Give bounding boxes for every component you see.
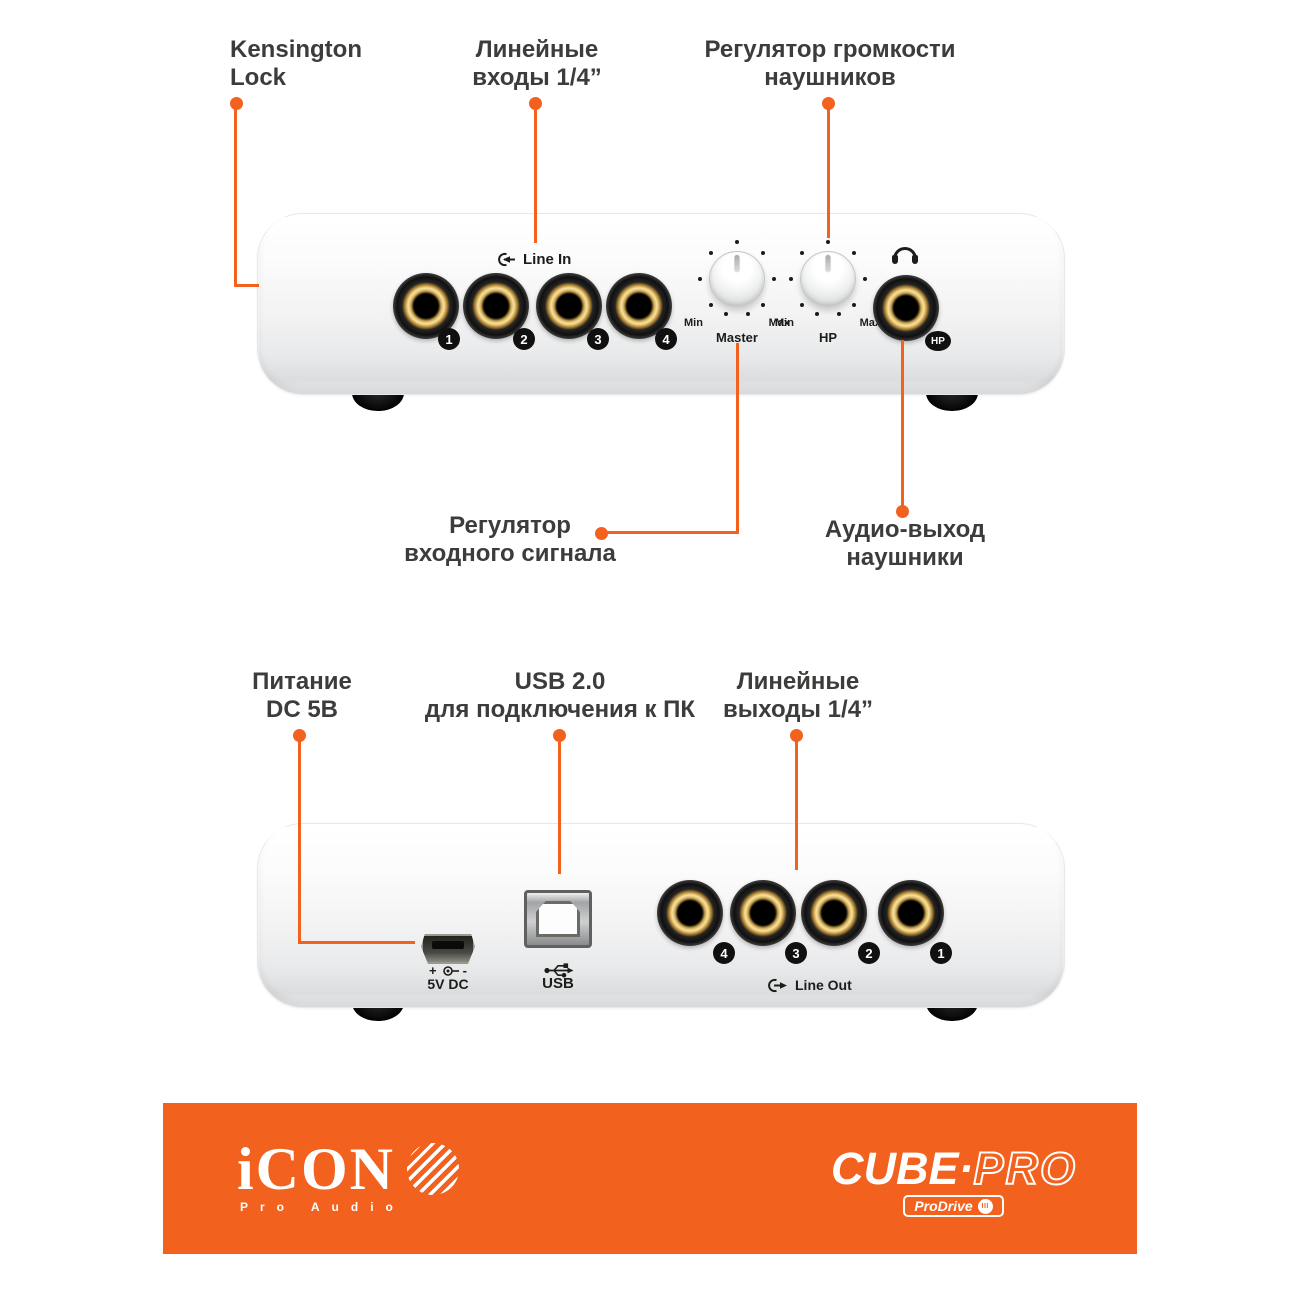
line-in-jack-2 <box>463 273 529 339</box>
back-panel-device: + - 5V DC USB 4 3 2 1 <box>257 823 1065 1008</box>
headphone-jack <box>873 275 939 341</box>
line-in-jack-3 <box>536 273 602 339</box>
line-out-jack-1 <box>878 880 944 946</box>
callout-line <box>558 740 561 874</box>
jack-number-badge: 2 <box>858 942 880 964</box>
line-in-label: Line In <box>523 251 572 268</box>
callout-headphone-output: Аудио-выход наушники <box>824 516 986 571</box>
striped-globe-icon <box>407 1143 459 1195</box>
knob-min-label: Min <box>775 317 794 329</box>
callout-line <box>736 343 739 533</box>
prodrive-badge-text: ProDrive <box>914 1198 973 1214</box>
jack-number-badge: 2 <box>513 328 535 350</box>
callout-usb: USB 2.0 для подключения к ПК <box>424 668 696 723</box>
hp-knob-group: Min Max HP <box>773 224 883 346</box>
power-port-label: 5V DC <box>427 976 469 992</box>
callout-dot <box>529 97 542 110</box>
cube-pro-logo: CUBE·PRO ProDrive III <box>831 1145 1076 1217</box>
callout-line <box>234 108 237 286</box>
callout-dot <box>595 527 608 540</box>
jack-number-badge: 4 <box>655 328 677 350</box>
line-out-jack-4 <box>657 880 723 946</box>
polarity-center-icon <box>442 965 459 976</box>
callout-power: Питание DC 5В <box>252 668 352 723</box>
callout-line <box>795 740 798 870</box>
usb-icon <box>544 963 574 978</box>
product-name: CUBE·PRO <box>831 1145 1076 1192</box>
product-name-outline: PRO <box>973 1143 1078 1194</box>
line-out-icon <box>768 978 787 992</box>
line-in-label-group: Line In <box>494 251 571 268</box>
usb-port-label: USB <box>542 975 574 992</box>
callout-line <box>607 531 739 534</box>
callout-dot <box>896 505 909 518</box>
prodrive-badge-mark: III <box>977 1198 993 1214</box>
jack-number-badge: 1 <box>930 942 952 964</box>
line-out-jack-3 <box>730 880 796 946</box>
master-knob[interactable] <box>709 251 765 307</box>
callout-dot <box>553 729 566 742</box>
hp-knob-label: HP <box>818 330 838 345</box>
polarity-minus: - <box>462 963 467 978</box>
power-polarity-icon: + - <box>421 963 475 978</box>
polarity-plus: + <box>429 963 437 978</box>
icon-logo-text: iCON <box>237 1136 395 1202</box>
callout-input-gain: Регулятор входного сигнала <box>404 512 616 567</box>
callout-dot <box>822 97 835 110</box>
line-out-label-group: Line Out <box>766 977 852 993</box>
callout-dot <box>790 729 803 742</box>
line-out-label: Line Out <box>795 977 852 993</box>
callout-line <box>234 284 259 287</box>
knob-min-label: Min <box>684 317 703 329</box>
prodrive-badge: ProDrive III <box>903 1195 1004 1217</box>
callout-line <box>298 941 415 944</box>
usb-b-port <box>524 890 592 948</box>
product-name-solid: CUBE· <box>831 1143 974 1194</box>
knob-max-label: Max <box>768 317 790 329</box>
jack-number-badge: 1 <box>438 328 460 350</box>
master-knob-label: Master <box>716 330 758 345</box>
icon-logo-tagline: Pro Audio <box>240 1200 405 1214</box>
icon-logo: iCON Pro Audio <box>237 1136 459 1214</box>
front-panel-device: Line In 1 2 3 4 Min Max Master <box>257 213 1065 395</box>
callout-line <box>298 740 301 943</box>
callout-kensington-lock: Kensington Lock <box>230 36 362 91</box>
knob-pointer <box>734 255 740 272</box>
line-in-icon <box>498 252 515 267</box>
callout-line-outputs: Линейные выходы 1/4” <box>722 668 874 723</box>
hp-jack-badge: HP <box>925 331 951 351</box>
callout-dot <box>230 97 243 110</box>
callout-headphone-volume: Регулятор громкости наушников <box>704 36 956 91</box>
master-knob-group: Min Max Master <box>682 224 792 346</box>
brand-footer: iCON Pro Audio CUBE·PRO ProDrive III <box>163 1103 1137 1254</box>
jack-number-badge: 4 <box>713 942 735 964</box>
jack-number-badge: 3 <box>587 328 609 350</box>
callout-line-inputs: Линейные входы 1/4” <box>472 36 602 91</box>
dc-power-port <box>421 934 475 964</box>
callout-dot <box>293 729 306 742</box>
callout-line <box>827 108 830 238</box>
headphones-icon <box>892 246 918 264</box>
knob-pointer <box>825 255 831 272</box>
callout-line <box>534 108 537 243</box>
callout-line <box>901 340 904 508</box>
hp-knob[interactable] <box>800 251 856 307</box>
jack-number-badge: 3 <box>785 942 807 964</box>
line-out-jack-2 <box>801 880 867 946</box>
